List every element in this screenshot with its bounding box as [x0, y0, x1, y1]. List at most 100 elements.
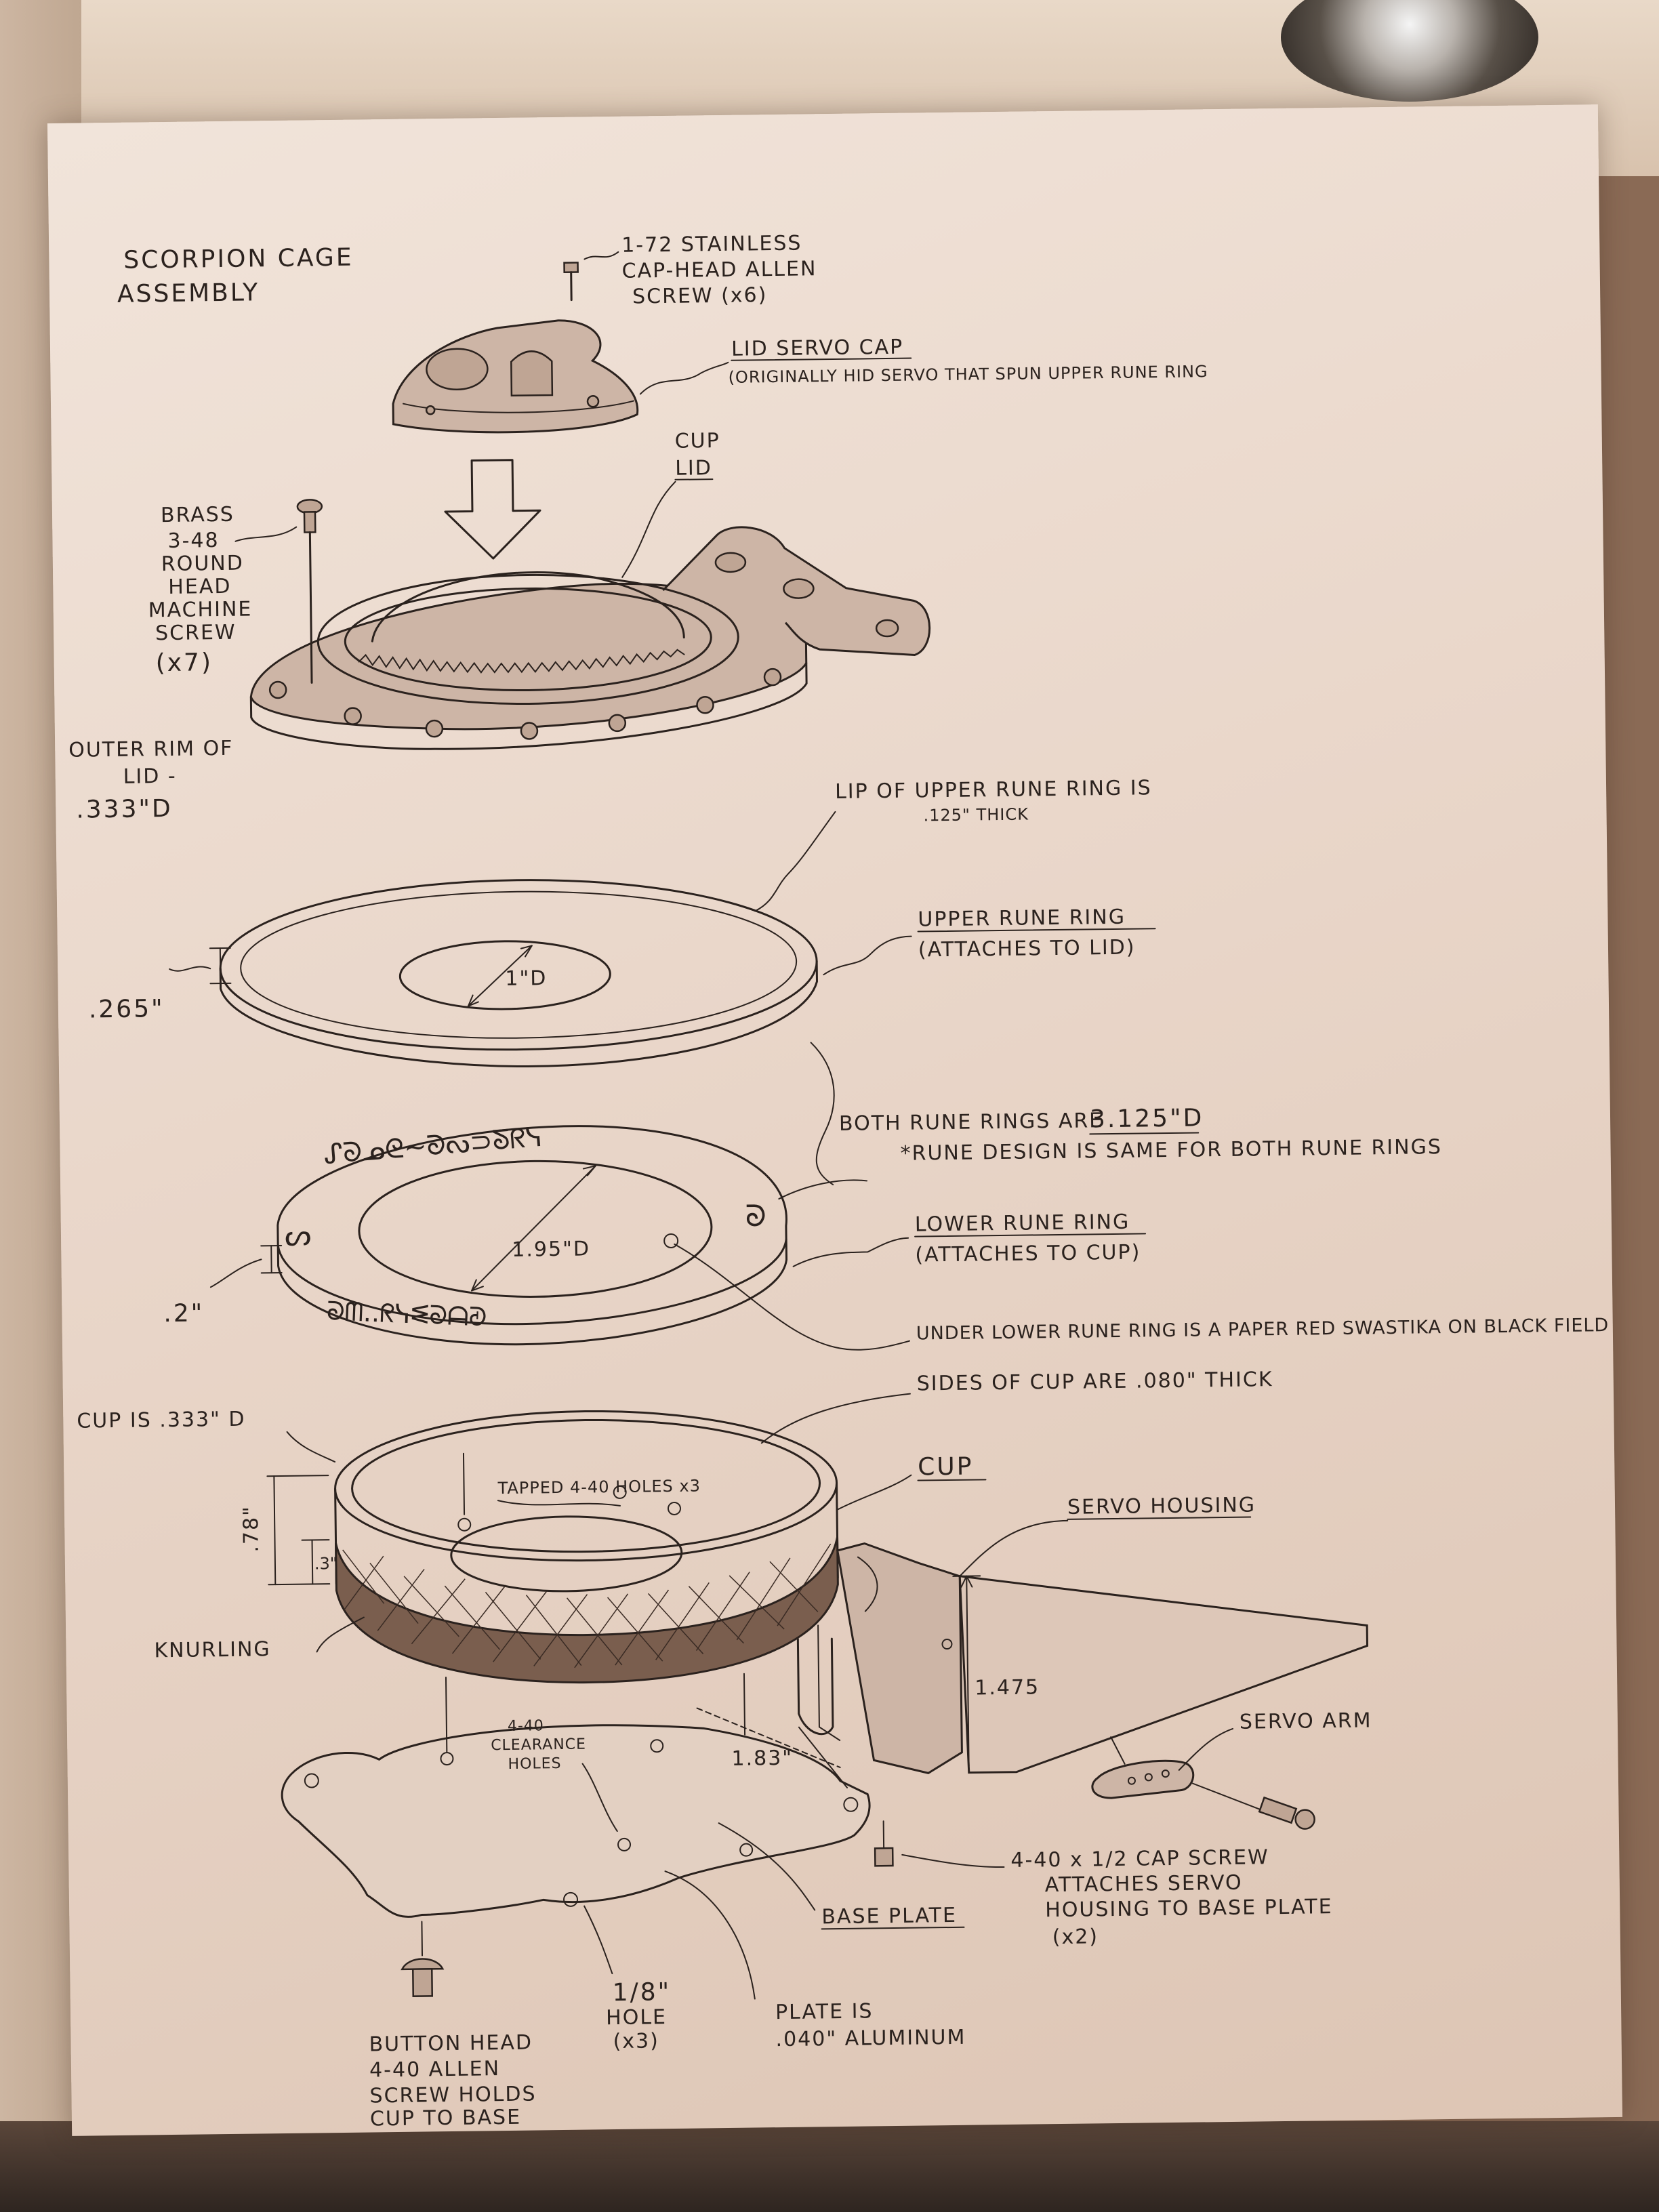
- brass-label-2: 3-48: [167, 529, 220, 553]
- button-head-label-1: BUTTON HEAD: [369, 2031, 533, 2057]
- knurling-label: KNURLING: [154, 1637, 271, 1662]
- cap-screw-label-3: SCREW (x6): [632, 283, 768, 308]
- under-lower-note: UNDER LOWER RUNE RING IS A PAPER RED SWA…: [916, 1315, 1610, 1344]
- dim-1d: 1"D: [505, 966, 547, 991]
- outer-rim-label-3: .333"D: [76, 795, 173, 824]
- base-plate-drawing: [281, 1677, 871, 1918]
- dim-265: .265": [89, 995, 165, 1023]
- clearance-label-3: HOLES: [508, 1755, 561, 1773]
- dim-1475-marker: [952, 1575, 981, 1767]
- rune-design-leader: [778, 1179, 868, 1200]
- lid-cap-leader: [639, 361, 729, 395]
- lower-ring-label: LOWER RUNE RING: [915, 1210, 1130, 1237]
- rune-glyph-right: ᘐ: [745, 1199, 766, 1233]
- brass-screw-drawing: [234, 499, 323, 684]
- button-head-label-4: CUP TO BASE: [370, 2106, 522, 2131]
- door-knob: [1281, 0, 1538, 102]
- cap-screw-440-label-1: 4-40 x 1/2 CAP SCREW: [1010, 1845, 1269, 1872]
- brass-label-6: SCREW: [155, 621, 237, 645]
- knurling-leader: [316, 1616, 365, 1653]
- outer-rim-label-1: OUTER RIM OF: [68, 737, 234, 762]
- tapped-holes-label: TAPPED 4-40 HOLES x3: [497, 1476, 701, 1498]
- title-block: SCORPION CAGE ASSEMBLY: [117, 244, 354, 308]
- rune-glyphs-top: ᔑᘐᓄᘓ~ᘐᔓ⊃ᘕᖇᓭ: [323, 1122, 544, 1170]
- base-plate-label: BASE PLATE: [821, 1904, 957, 1929]
- rune-design-note: *RUNE DESIGN IS SAME FOR BOTH RUNE RINGS: [900, 1135, 1442, 1166]
- upper-ring-note: (ATTACHES TO LID): [918, 936, 1136, 962]
- cap-screw-label-1: 1-72 STAINLESS: [621, 231, 802, 257]
- servo-arm-label: SERVO ARM: [1240, 1708, 1372, 1734]
- cap-screw-440-label-3: HOUSING TO BASE PLATE: [1045, 1895, 1333, 1922]
- cup-lid-label-2: LID: [675, 456, 712, 480]
- cup-height-dims: [266, 1475, 331, 1586]
- both-rings-label: BOTH RUNE RINGS ARE: [839, 1109, 1104, 1136]
- brass-label-5: MACHINE: [148, 597, 253, 622]
- cap-screw-440-label-4: (x2): [1052, 1925, 1099, 1949]
- dim-195: 1.95"D: [512, 1237, 590, 1261]
- lower-ring-leader: [792, 1237, 909, 1267]
- button-head-label-2: 4-40 ALLEN: [369, 2057, 500, 2082]
- lid-servo-cap-label: LID SERVO CAP: [731, 335, 904, 361]
- cup-drawing: [334, 1410, 839, 1684]
- clearance-label-2: CLEARANCE: [491, 1736, 586, 1755]
- dim-1475: 1.475: [975, 1675, 1040, 1700]
- sides-of-cup: SIDES OF CUP ARE .080" THICK: [917, 1368, 1273, 1395]
- cap-screw-label-2: CAP-HEAD ALLEN: [621, 257, 817, 283]
- rune-glyph-left: ᔕ: [285, 1218, 312, 1252]
- brass-label-7: (x7): [155, 649, 213, 677]
- cup-label: CUP: [918, 1453, 974, 1481]
- cup-leader: [836, 1474, 912, 1511]
- assembly-arrow-icon: [444, 459, 541, 560]
- dim-2: .2": [163, 1299, 204, 1328]
- hole-18-leader: [583, 1905, 613, 1975]
- cup-lid-label-1: CUP: [675, 429, 720, 453]
- cap-screw-440-label-2: ATTACHES SERVO: [1045, 1871, 1243, 1898]
- lip-note-1: LIP OF UPPER RUNE RING IS: [835, 776, 1152, 804]
- both-rings-bracket: [810, 1042, 835, 1186]
- plate-is-label-2: .040" ALUMINUM: [775, 2026, 966, 2051]
- lid-servo-cap-underline: [731, 357, 912, 361]
- assembly-drawing: SCORPION CAGE ASSEMBLY 1-72 STAINLESS CA…: [68, 231, 1610, 2131]
- upper-ring-leader: [823, 935, 912, 976]
- hole-18-label-2: HOLE: [606, 2005, 667, 2030]
- plate-is-label-1: PLATE IS: [775, 1999, 874, 2024]
- servo-housing-drawing: [743, 1542, 1369, 1774]
- cap-screw-440-drawing: [874, 1820, 1005, 1868]
- cup-lid-drawing: [249, 526, 931, 750]
- rune-glyphs-bottom: ᘐᗰ..ᖇᓭᓬᘐᗩᘑ: [326, 1296, 487, 1332]
- title-line-1: SCORPION CAGE: [123, 244, 354, 274]
- cup-lid-leader: [621, 480, 676, 578]
- brass-label-3: ROUND: [161, 552, 244, 576]
- lower-ring-note: (ATTACHES TO CUP): [915, 1241, 1141, 1267]
- brass-label-4: HEAD: [168, 575, 232, 599]
- dim-183-marker: [696, 1707, 841, 1768]
- lower-rune-ring-drawing: ᔑᘐᓄᘓ~ᘐᔓ⊃ᘕᖇᓭ ᘐᗰ..ᖇᓭᓬᘐᗩᘑ ᔕ ᘐ: [276, 1122, 788, 1346]
- cap-head-screw-drawing: [563, 251, 619, 302]
- background-table: [0, 2121, 1659, 2212]
- cup-is-label: CUP IS .333" D: [77, 1408, 246, 1433]
- dim-265-marker: [169, 947, 232, 985]
- brass-label-1: BRASS: [161, 503, 234, 527]
- outer-rim-label-2: LID -: [123, 764, 177, 789]
- hole-18-label-3: (x3): [613, 2029, 659, 2053]
- servo-housing-label: SERVO HOUSING: [1067, 1493, 1256, 1519]
- plate-is-leader: [664, 1870, 756, 2000]
- hole-18-label-1: 1/8": [612, 1978, 671, 2007]
- dim-183: 1.83": [731, 1746, 793, 1771]
- dim-3: .3": [314, 1554, 337, 1573]
- lid-servo-cap-drawing: [392, 319, 639, 434]
- sides-leader: [760, 1393, 911, 1444]
- base-plate-leader: [718, 1822, 816, 1911]
- dim-2-marker: [209, 1244, 283, 1288]
- under-lower-leader: [674, 1243, 910, 1351]
- servo-housing-leader: [959, 1519, 1069, 1577]
- lid-servo-cap-note: (ORIGINALLY HID SERVO THAT SPUN UPPER RU…: [728, 362, 1208, 387]
- button-head-screw-drawing: [401, 1921, 445, 1997]
- lip-leader: [754, 811, 836, 912]
- servo-arm-drawing: [1091, 1727, 1315, 1830]
- both-rings-dim: 3.125"D: [1090, 1104, 1204, 1133]
- lip-note-2: .125" THICK: [923, 804, 1029, 825]
- dim-78: .78": [239, 1505, 264, 1553]
- button-head-label-3: SCREW HOLDS: [369, 2082, 536, 2108]
- clearance-label-1: 4-40: [508, 1717, 544, 1735]
